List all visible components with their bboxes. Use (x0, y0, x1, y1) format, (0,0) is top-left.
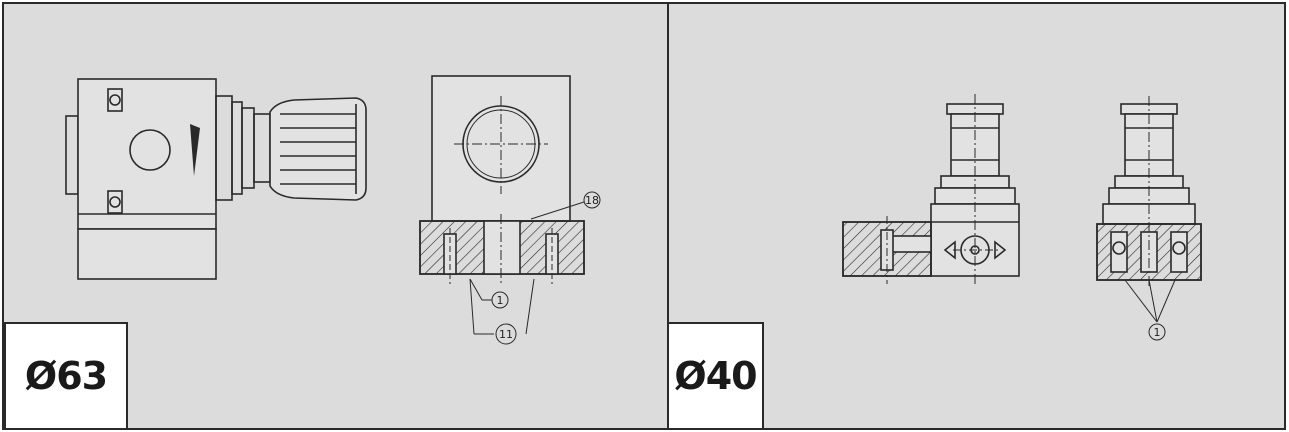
d40-drawing: 1 (842, 94, 1202, 341)
size-label-box: Ø40 (669, 322, 764, 428)
size-label-box: Ø63 (4, 322, 128, 428)
size-label: Ø63 (24, 354, 108, 398)
d63-section-view (419, 75, 585, 284)
panel-d40: 1 Ø40 (667, 2, 1286, 430)
size-label: Ø40 (674, 354, 757, 398)
callout-1: 1 (497, 294, 504, 307)
d40-callouts (1124, 279, 1176, 341)
d40-side-assembly (842, 94, 1020, 286)
d40-section-view (1096, 96, 1202, 286)
callout-1: 1 (1154, 326, 1161, 339)
d63-side-view (65, 78, 367, 280)
callout-11: 11 (499, 328, 513, 341)
panel-d63: 18 1 11 Ø63 (2, 2, 669, 430)
d63-callouts (469, 191, 601, 345)
callout-18: 18 (585, 194, 599, 207)
d63-drawing: 18 1 11 (65, 75, 601, 345)
